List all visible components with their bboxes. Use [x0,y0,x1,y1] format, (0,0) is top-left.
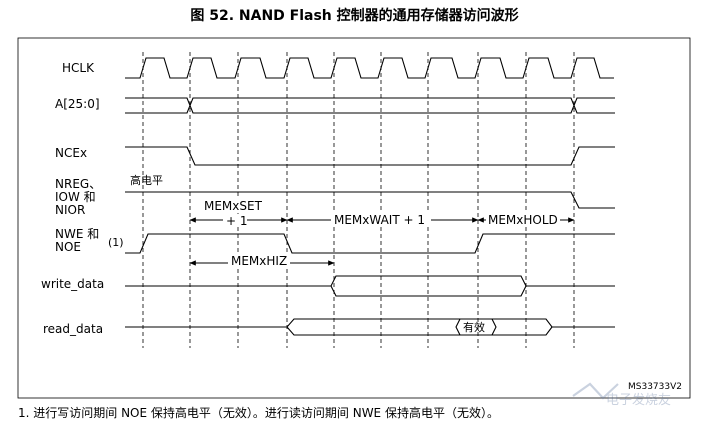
signal-label-nwe: NWE 和 [55,227,99,241]
watermark-text: 电子发烧友 [606,392,671,408]
memset-label: MEMxSET [204,199,263,213]
hclk-waveform [125,57,614,79]
footnote: 1. 进行写访问期间 NOE 保持高电平（无效）。进行读访问期间 NWE 保持高… [18,406,499,420]
memset-plus-label: + 1 [226,214,248,228]
signal-label-addr: A[25:0] [55,97,100,111]
memhiz-label-bg [228,254,290,267]
memset-plus-bg [223,214,247,227]
note-marker: (1) [108,236,124,249]
addr-waveform [125,97,615,114]
memhold-label-bg [486,213,560,227]
watermark-logo: 电子发烧友 [572,382,671,408]
nreg-waveform [125,191,615,209]
memwait-label: MEMxWAIT + 1 [334,213,425,227]
memhold-label: MEMxHOLD [488,213,558,227]
memhiz-label: MEMxHIZ [231,254,287,268]
signal-label-nreg: NREG、 [55,177,101,191]
valid-label: 有效 [463,320,485,334]
signal-label-iow: IOW 和 [55,190,96,204]
figure-id: MS33733V2 [628,382,682,392]
signal-label-read-data: read_data [43,322,103,336]
memwait-label-bg [331,213,431,227]
high-level-label: 高电平 [130,173,163,187]
memset-label-bg [201,199,267,213]
write-data-waveform [125,275,615,297]
signal-label-write-data: write_data [41,277,104,291]
figure-title: 图 52. NAND Flash 控制器的通用存储器访问波形 [190,8,519,24]
read-data-waveform [125,318,615,336]
signal-label-hclk: HCLK [62,61,95,75]
ncex-waveform [125,146,615,166]
nwe-waveform [125,233,615,254]
signal-label-noe: NOE [55,240,81,254]
signal-label-nior: NIOR [55,203,85,217]
signal-label-ncex: NCEx [55,146,87,160]
diagram-frame [17,37,691,399]
